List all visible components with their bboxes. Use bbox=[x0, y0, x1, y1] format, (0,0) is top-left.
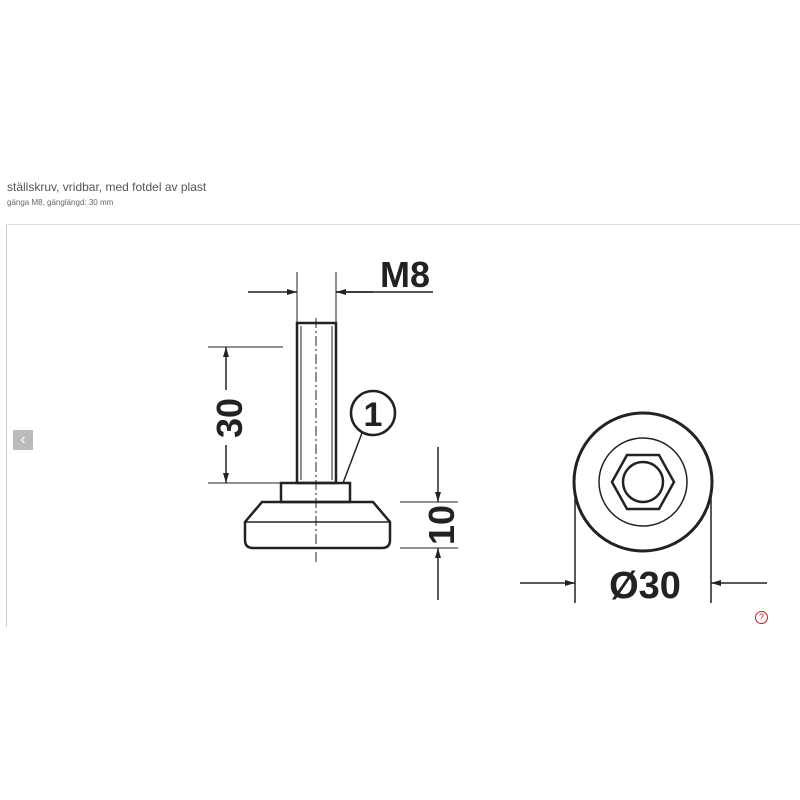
length-label: 30 bbox=[209, 398, 250, 438]
thread-label: M8 bbox=[380, 254, 430, 295]
help-icon[interactable]: ? bbox=[755, 611, 768, 624]
side-view bbox=[208, 272, 458, 600]
product-subtitle: gänga M8, gänglängd: 30 mm bbox=[7, 198, 114, 207]
top-view bbox=[520, 411, 767, 603]
height-label: 10 bbox=[421, 505, 462, 545]
previous-image-button[interactable]: ‹ bbox=[13, 430, 33, 450]
callout-number: 1 bbox=[364, 396, 383, 434]
image-viewer-frame bbox=[6, 224, 800, 627]
product-title: ställskruv, vridbar, med fotdel av plast bbox=[7, 180, 207, 194]
diameter-label: Ø30 bbox=[609, 565, 681, 607]
